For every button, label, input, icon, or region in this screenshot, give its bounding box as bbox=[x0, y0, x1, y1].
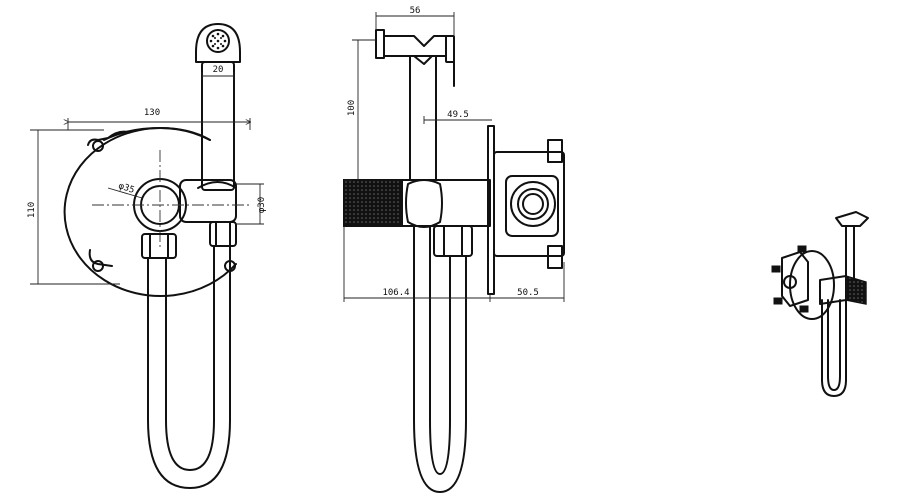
hose-height-label: 100 bbox=[347, 100, 357, 116]
valve-offset-label: 49.5 bbox=[447, 110, 469, 120]
total-length-label: 106.4 bbox=[382, 288, 409, 298]
outlet-diameter-label: φ35 bbox=[117, 181, 136, 196]
isometric-view bbox=[771, 211, 869, 397]
plate-width-label: 130 bbox=[144, 108, 160, 118]
plate-height-label: 110 bbox=[27, 202, 37, 218]
box-depth-label: 50.5 bbox=[517, 288, 539, 298]
knurled-handle bbox=[343, 179, 403, 227]
spray-nozzle-holes bbox=[209, 32, 227, 50]
front-view: 130 110 20 φ35 φ30 bbox=[27, 23, 267, 489]
head-width-label: 20 bbox=[213, 65, 224, 75]
spray-length-label: 56 bbox=[410, 6, 421, 16]
side-view: 56 100 49.5 106.4 50.5 bbox=[343, 6, 565, 493]
iso-knurled-handle bbox=[845, 275, 867, 305]
body-diameter-label: φ30 bbox=[257, 197, 267, 213]
